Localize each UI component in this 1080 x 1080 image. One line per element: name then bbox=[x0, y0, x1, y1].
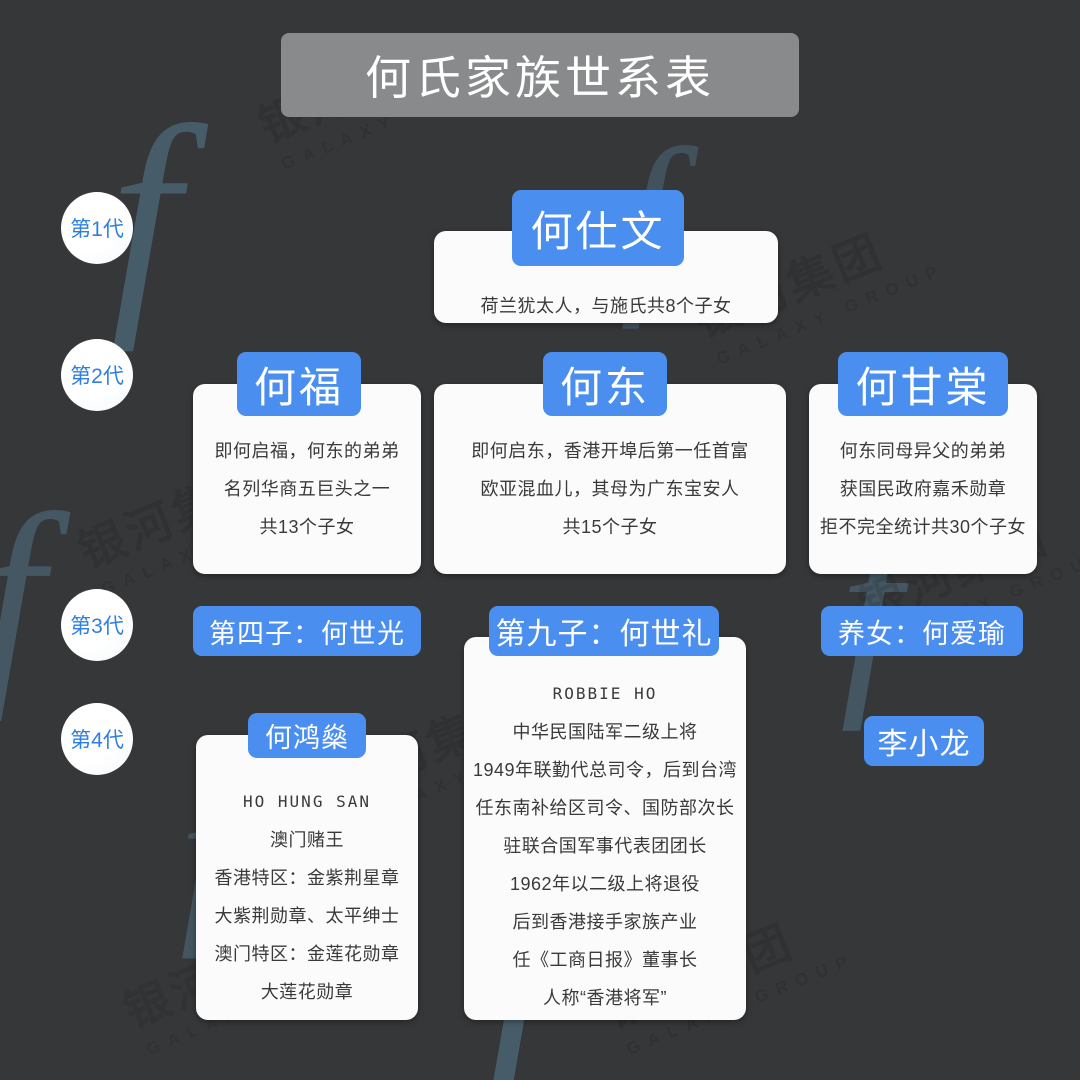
person-name-badge-heshiguang[interactable]: 第四子：何世光 bbox=[193, 606, 421, 656]
person-name-badge-hefu[interactable]: 何福 bbox=[237, 352, 361, 416]
generation-label: 第2代 bbox=[70, 365, 124, 388]
person-description-hefu: 即何启福，何东的弟弟 名列华商五巨头之一 共13个子女 bbox=[193, 432, 421, 546]
person-card-hedong: 即何启东，香港开埠后第一任首富 欧亚混血儿，其母为广东宝安人 共15个子女 bbox=[434, 384, 786, 574]
description-line: 欧亚混血儿，其母为广东宝安人 bbox=[480, 479, 740, 499]
person-card-hehongshen: HO HUNG SAN 澳门赌王 香港特区：金紫荆星章 大紫荆勋章、太平绅士 澳… bbox=[196, 735, 418, 1020]
generation-marker-1: 第1代 bbox=[61, 192, 133, 264]
description-line: 荷兰犹太人，与施氏共8个子女 bbox=[480, 296, 732, 316]
person-description-heshiwen: 荷兰犹太人，与施氏共8个子女 bbox=[434, 287, 778, 325]
description-line: 任东南补给区司令、国防部次长 bbox=[475, 798, 735, 818]
person-card-heshiwen: 荷兰犹太人，与施氏共8个子女 bbox=[434, 231, 778, 323]
page-title: 何氏家族世系表 bbox=[365, 52, 715, 104]
generation-marker-2: 第2代 bbox=[61, 339, 133, 411]
person-name-badge-hedong[interactable]: 何东 bbox=[543, 352, 667, 416]
generation-marker-3: 第3代 bbox=[61, 589, 133, 661]
generation-label: 第1代 bbox=[70, 218, 124, 241]
description-line: 大紫荆勋章、太平绅士 bbox=[214, 906, 400, 926]
description-line: 共13个子女 bbox=[259, 517, 355, 537]
description-line: 后到香港接手家族产业 bbox=[512, 912, 698, 932]
person-name-badge-hegantang[interactable]: 何甘棠 bbox=[838, 352, 1008, 416]
person-description-hedong: 即何启东，香港开埠后第一任首富 欧亚混血儿，其母为广东宝安人 共15个子女 bbox=[434, 432, 786, 546]
description-line: 中华民国陆军二级上将 bbox=[512, 722, 698, 742]
generation-label: 第4代 bbox=[70, 729, 124, 752]
description-line: 大莲花勋章 bbox=[260, 982, 354, 1002]
person-name-badge-hehongshen[interactable]: 何鸿燊 bbox=[248, 713, 366, 758]
person-name-badge-heaiyu[interactable]: 养女：何爱瑜 bbox=[821, 606, 1023, 656]
person-card-heshili: ROBBIE HO 中华民国陆军二级上将 1949年联勤代总司令，后到台湾 任东… bbox=[464, 637, 746, 1020]
description-line: 共15个子女 bbox=[562, 517, 658, 537]
person-english-name: HO HUNG SAN bbox=[243, 792, 371, 811]
person-english-name: ROBBIE HO bbox=[552, 684, 658, 703]
description-line: 拒不完全统计共30个子女 bbox=[819, 517, 1027, 537]
description-line: 何东同母异父的弟弟 bbox=[839, 441, 1007, 461]
page-title-banner: 何氏家族世系表 bbox=[281, 33, 799, 117]
generation-marker-4: 第4代 bbox=[61, 703, 133, 775]
swoosh-watermark-icon: f bbox=[0, 480, 44, 710]
person-description-heshili: ROBBIE HO 中华民国陆军二级上将 1949年联勤代总司令，后到台湾 任东… bbox=[464, 675, 746, 1017]
description-line: 1949年联勤代总司令，后到台湾 bbox=[472, 760, 738, 780]
description-line: 即何启福，何东的弟弟 bbox=[214, 441, 400, 461]
description-line: 澳门赌王 bbox=[270, 830, 344, 850]
person-name-badge-heshiwen[interactable]: 何仕文 bbox=[512, 190, 684, 266]
person-card-hefu: 即何启福，何东的弟弟 名列华商五巨头之一 共13个子女 bbox=[193, 384, 421, 574]
generation-label: 第3代 bbox=[70, 615, 124, 638]
person-description-hehongshen: HO HUNG SAN 澳门赌王 香港特区：金紫荆星章 大紫荆勋章、太平绅士 澳… bbox=[196, 783, 418, 1011]
description-line: 1962年以二级上将退役 bbox=[509, 874, 701, 894]
description-line: 即何启东，香港开埠后第一任首富 bbox=[471, 441, 749, 461]
description-line: 澳门特区：金莲花勋章 bbox=[214, 944, 400, 964]
description-line: 获国民政府嘉禾勋章 bbox=[839, 479, 1007, 499]
person-name-badge-lixiaolong[interactable]: 李小龙 bbox=[864, 716, 984, 766]
description-line: 香港特区：金紫荆星章 bbox=[214, 868, 400, 888]
description-line: 名列华商五巨头之一 bbox=[223, 479, 391, 499]
description-line: 驻联合国军事代表团团长 bbox=[503, 836, 707, 856]
description-line: 任《工商日报》董事长 bbox=[512, 950, 698, 970]
person-description-hegantang: 何东同母异父的弟弟 获国民政府嘉禾勋章 拒不完全统计共30个子女 bbox=[809, 432, 1037, 546]
description-line: 人称“香港将军” bbox=[543, 988, 667, 1008]
person-name-badge-heshili[interactable]: 第九子：何世礼 bbox=[489, 606, 719, 656]
